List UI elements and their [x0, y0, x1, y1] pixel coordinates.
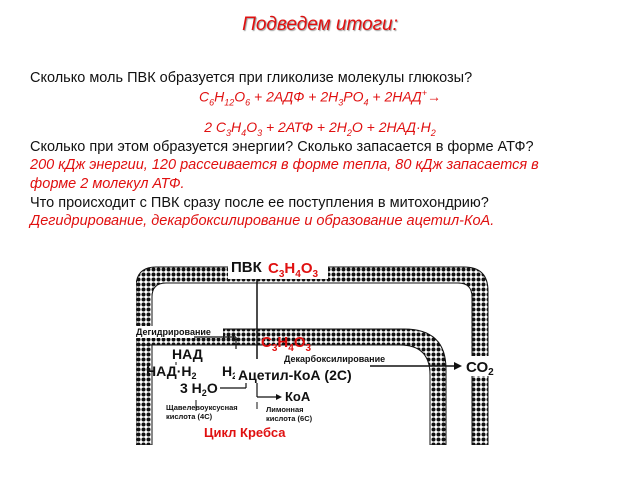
- answer-2-line-1: 200 кДж энергии, 120 рассеивается в форм…: [30, 157, 539, 173]
- acetyl-coa-label: Ацетил-КоА (2С): [238, 367, 352, 383]
- equation-glucose: С6Н12О6 + 2АДФ + 2Н3РО4 + 2НАД+→: [198, 88, 441, 108]
- oxaloacetic-acid-line1: Щавелевоуксусная: [166, 403, 238, 412]
- question-2: Сколько при этом образуется энергии? Ско…: [30, 139, 534, 155]
- krebs-cycle-label: Цикл Кребса: [204, 425, 286, 440]
- h2-label: Н2: [222, 363, 237, 381]
- question-3: Что происходит с ПВК сразу после ее пост…: [30, 195, 489, 211]
- answer-3: Дегидрирование, декарбоксилирование и об…: [30, 213, 495, 229]
- nad-label: НАД: [172, 346, 203, 362]
- citric-acid-line1: Лимонная: [266, 405, 304, 414]
- water-label: 3 Н2О: [180, 380, 218, 398]
- mitochondria-diagram: ПВК С3Н4О3 Дегидрирование С3Н4О3 НАД НАД…: [136, 257, 506, 445]
- pvk-label: ПВК: [231, 259, 263, 276]
- outer-membrane: [136, 266, 489, 445]
- citric-acid-line2: кислота (6С): [266, 414, 313, 423]
- slide-title: Подведем итоги:: [242, 14, 398, 35]
- pyruvate-formula-top: С3Н4О3: [268, 260, 318, 280]
- nadh2-label: НАД·Н2: [146, 363, 197, 381]
- oxaloacetic-acid-line2: кислота (4С): [166, 412, 213, 421]
- coa-label: КоА: [285, 389, 311, 404]
- answer-2-line-2: форме 2 молекул АТФ.: [30, 176, 185, 192]
- pyruvate-formula-mid: С3Н4О3: [261, 334, 311, 354]
- inner-membrane: [136, 328, 447, 445]
- decarboxylation-label: Декарбоксилирование: [284, 354, 385, 364]
- dehydrogenation-label: Дегидрирование: [136, 327, 211, 337]
- equation-products: 2 С3Н4О3 + 2АТФ + 2Н2О + 2НАД·Н2: [204, 119, 436, 138]
- co2-label: СО2: [466, 359, 494, 378]
- question-1: Сколько моль ПВК образуется при гликолиз…: [30, 70, 473, 86]
